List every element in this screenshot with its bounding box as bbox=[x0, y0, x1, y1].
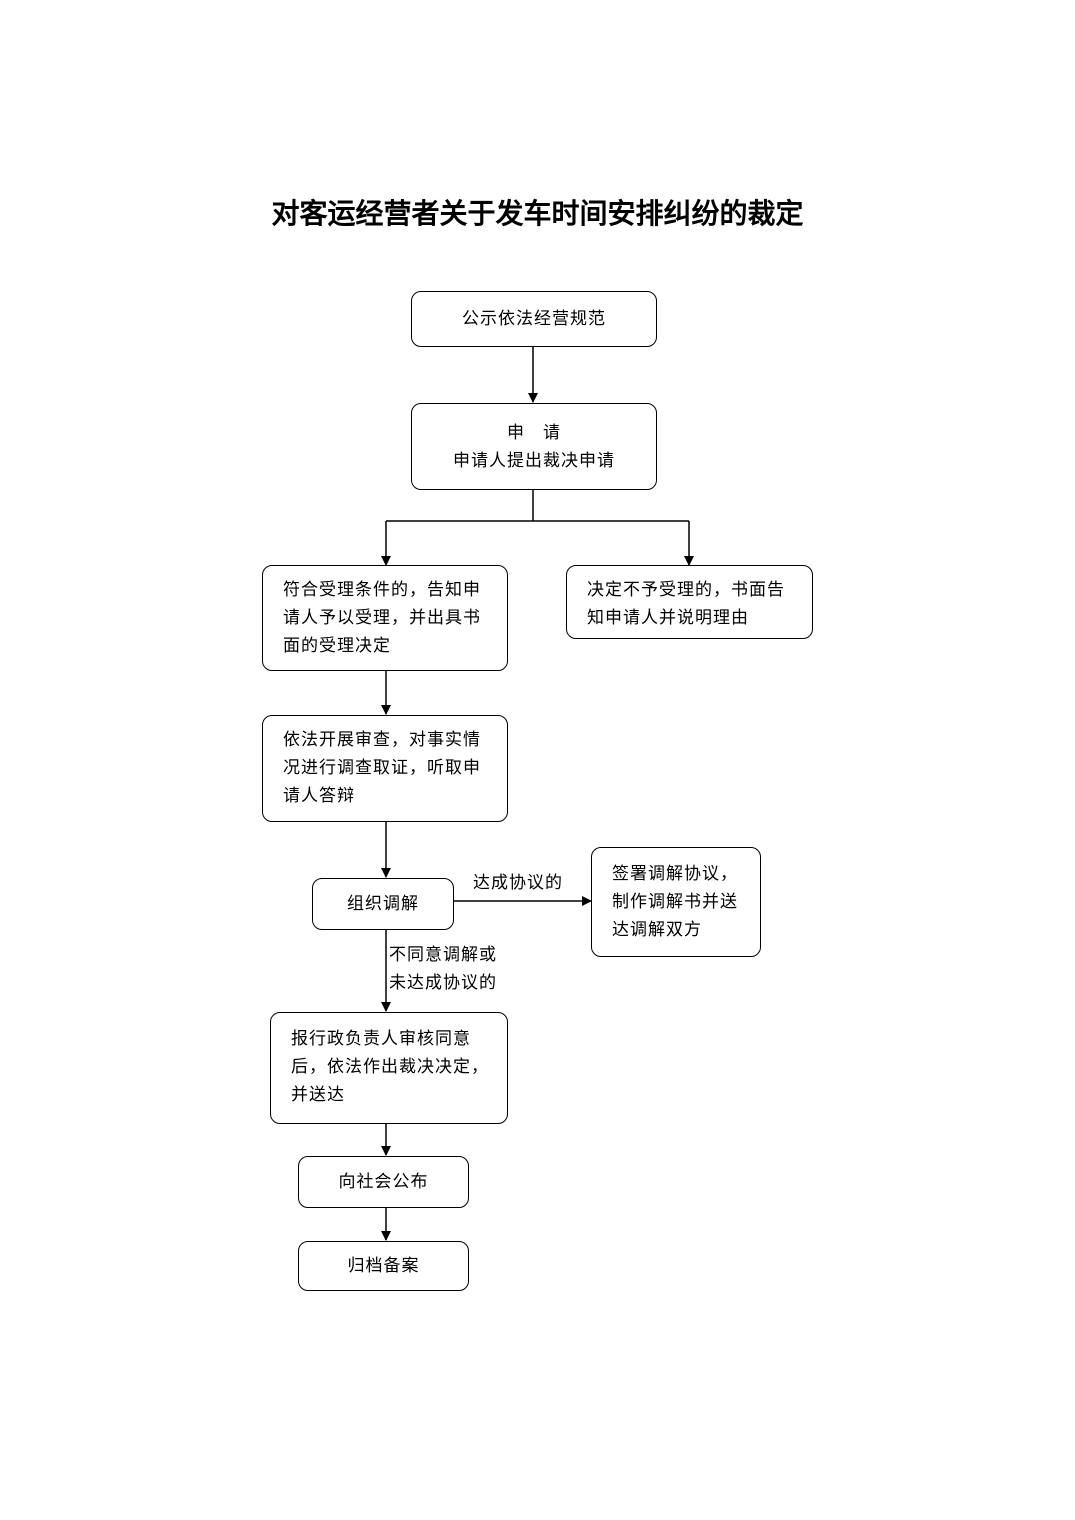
node-ruling: 报行政负责人审核同意后，依法作出裁决决定，并送达 bbox=[270, 1012, 508, 1124]
node-agreement-text: 签署调解协议，制作调解书并送达调解双方 bbox=[612, 864, 738, 940]
node-reject-text: 决定不予受理的，书面告知申请人并说明理由 bbox=[587, 580, 785, 628]
node-ruling-text: 报行政负责人审核同意后，依法作出裁决决定，并送达 bbox=[291, 1029, 489, 1105]
node-agreement: 签署调解协议，制作调解书并送达调解双方 bbox=[591, 847, 761, 957]
node-publish-text: 向社会公布 bbox=[338, 1172, 429, 1192]
node-review: 依法开展审查，对事实情况进行调查取证，听取申请人答辩 bbox=[262, 715, 508, 822]
node-reject: 决定不予受理的，书面告知申请人并说明理由 bbox=[566, 565, 813, 639]
node-archive: 归档备案 bbox=[298, 1241, 469, 1291]
node-apply: 申 请 申请人提出裁决申请 bbox=[411, 403, 657, 490]
edge-label-reached-agreement: 达成协议的 bbox=[473, 873, 563, 893]
node-mediate: 组织调解 bbox=[312, 878, 454, 930]
node-apply-title: 申 请 bbox=[507, 422, 561, 443]
page-title: 对客运经营者关于发车时间安排纠纷的裁定 bbox=[271, 197, 804, 230]
node-accept-text: 符合受理条件的，告知申请人予以受理，并出具书面的受理决定 bbox=[283, 580, 481, 656]
node-apply-desc: 申请人提出裁决申请 bbox=[453, 450, 615, 471]
edge-label-no-agreement-1: 不同意调解或 bbox=[389, 945, 497, 965]
node-review-text: 依法开展审查，对事实情况进行调查取证，听取申请人答辩 bbox=[283, 730, 481, 806]
node-publicize: 公示依法经营规范 bbox=[411, 291, 657, 347]
node-publicize-text: 公示依法经营规范 bbox=[462, 309, 606, 329]
node-archive-text: 归档备案 bbox=[347, 1256, 420, 1276]
node-accept: 符合受理条件的，告知申请人予以受理，并出具书面的受理决定 bbox=[262, 565, 508, 671]
edge-label-no-agreement-2: 未达成协议的 bbox=[389, 973, 497, 993]
node-mediate-text: 组织调解 bbox=[347, 894, 419, 914]
node-publish: 向社会公布 bbox=[298, 1156, 469, 1208]
